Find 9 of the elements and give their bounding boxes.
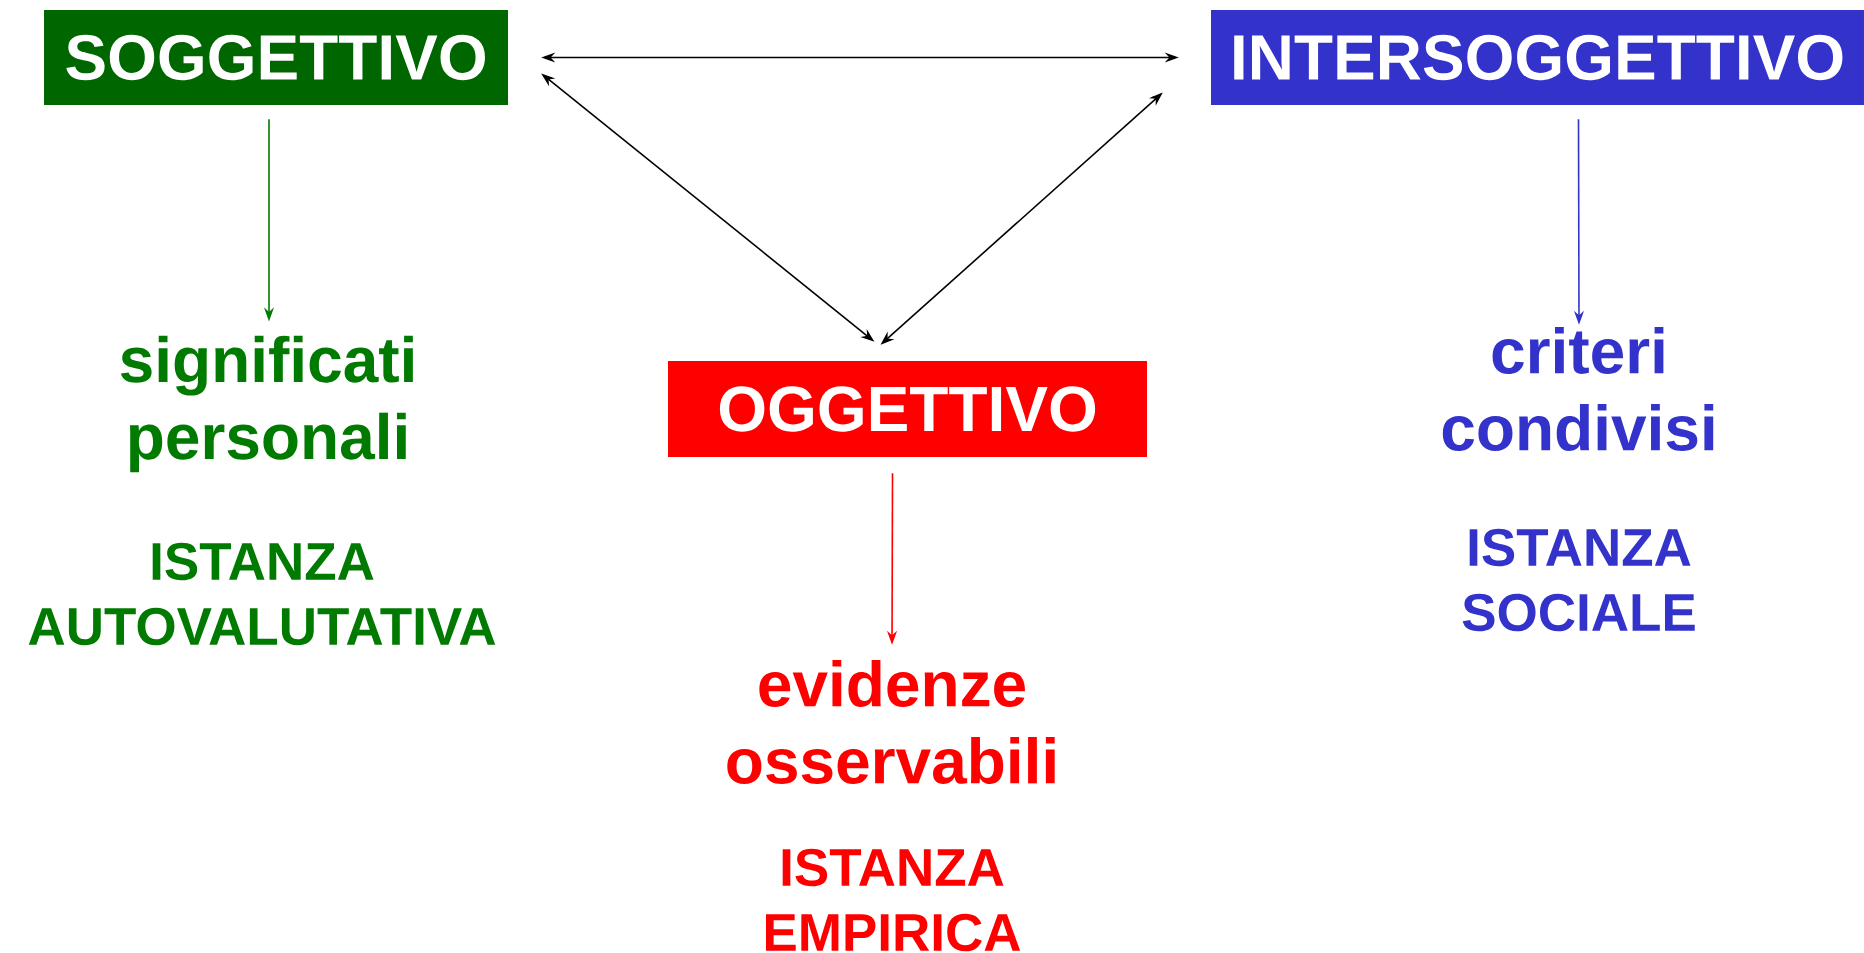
- caption-text: ISTANZA EMPIRICA: [766, 848, 1021, 952]
- caption-text: ISTANZA SOCIALE: [1462, 528, 1695, 632]
- label-box: OGGETTIVO: [668, 361, 1147, 457]
- text-label: evidenze osservabili: [727, 660, 1055, 784]
- text-label: criteri condivisi: [1442, 327, 1714, 451]
- label-box: SOGGETTIVO: [44, 10, 508, 105]
- label-box: INTERSOGGETTIVO: [1211, 10, 1864, 105]
- text-label: significati personali: [120, 335, 413, 473]
- caption-text: ISTANZA AUTOVALUTATIVA: [28, 542, 496, 646]
